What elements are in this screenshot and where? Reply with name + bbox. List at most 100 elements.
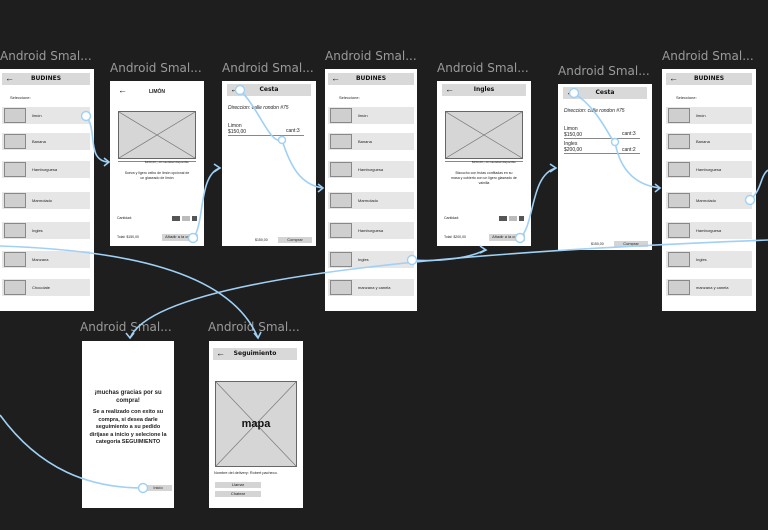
frame-budines: ← BUDINES Seleccione: limón Banana Hambu… — [0, 69, 94, 311]
thanks-message: Se a realizado con exito su compra, si d… — [89, 409, 167, 445]
page-title: Ingles — [473, 86, 495, 93]
back-arrow-icon[interactable]: ← — [5, 73, 14, 83]
list-item-manzana[interactable]: Manzana — [2, 251, 90, 268]
product-image-placeholder — [445, 111, 523, 159]
product-description: Bizcocho con frutas confitadas en su mas… — [451, 171, 517, 185]
add-to-cart-button[interactable]: Añadir a la cesta — [489, 234, 525, 241]
quantity-minus-button[interactable] — [499, 216, 507, 221]
frame-ingles: ← Ingles $150,00 | 10 Cantidad disponibl… — [437, 81, 531, 246]
chat-button[interactable]: Chatear — [215, 491, 261, 497]
back-arrow-icon[interactable]: ← — [216, 348, 225, 358]
back-arrow-icon[interactable]: ← — [669, 73, 678, 83]
product-image-placeholder — [330, 162, 352, 177]
header-bar: ← BUDINES — [666, 73, 752, 85]
page-title: Seguimiento — [233, 350, 277, 357]
list-item-label: Marmolado — [32, 198, 53, 203]
product-image-placeholder — [4, 223, 26, 238]
list-item-label: Banana — [32, 139, 46, 144]
header-bar: ← Seguimiento — [213, 348, 297, 360]
map-label: mapa — [241, 418, 271, 430]
frame-title-ingles: Android Smal... — [437, 61, 529, 75]
list-item-label: manzana y canela — [358, 285, 391, 290]
product-image-placeholder — [668, 162, 690, 177]
list-item-manzana-canela[interactable]: manzana y canela — [328, 279, 414, 296]
product-image-placeholder — [4, 280, 26, 295]
list-item-banana[interactable]: Banana — [328, 133, 414, 150]
select-label: Seleccione: — [676, 95, 697, 100]
list-item-hamburguesa-2[interactable]: Hamburguesa — [328, 222, 414, 239]
cart-item-price: $200,00 — [564, 147, 583, 153]
list-item-banana[interactable]: Banana — [666, 133, 752, 150]
list-item-hamburguesa[interactable]: Hamburguesa — [2, 161, 90, 178]
list-item-banana[interactable]: Banana — [2, 133, 90, 150]
list-item-label: Ingles — [358, 257, 369, 262]
frame-seguimiento: ← Seguimiento mapa Nombre del delivery: … — [209, 341, 303, 508]
frame-title-budines2: Android Smal... — [325, 49, 417, 63]
buy-button[interactable]: Comprar — [614, 241, 648, 247]
list-item-label: Banana — [696, 139, 710, 144]
list-item-hamburguesa[interactable]: Hamburguesa — [666, 161, 752, 178]
list-item-marmolado[interactable]: Marmolado — [328, 192, 414, 209]
cart-item-price: $150,00 — [564, 132, 583, 138]
quantity-plus-button[interactable] — [519, 216, 524, 221]
divider — [228, 135, 304, 136]
list-item-limon[interactable]: limón — [666, 107, 752, 124]
product-image-placeholder — [4, 108, 26, 123]
list-item-chocolate[interactable]: Chocolate — [2, 279, 90, 296]
product-image-placeholder — [668, 280, 690, 295]
product-image-placeholder — [330, 252, 352, 267]
arrowhead — [549, 163, 558, 173]
back-arrow-icon[interactable]: ← — [331, 73, 340, 83]
list-item-label: limón — [358, 113, 368, 118]
product-image-placeholder — [330, 280, 352, 295]
list-item-hamburguesa-2[interactable]: Hamburguesa — [666, 222, 752, 239]
list-item-ingles[interactable]: Ingles — [666, 251, 752, 268]
list-item-limon[interactable]: limón — [328, 107, 414, 124]
list-item-ingles[interactable]: Ingles — [2, 222, 90, 239]
product-image-placeholder — [118, 111, 196, 159]
product-image-placeholder — [668, 193, 690, 208]
frame-limon: ← LIMÓN $150,00 | 10 Cantidad disponible… — [110, 81, 204, 246]
list-item-label: limón — [32, 113, 42, 118]
back-arrow-icon[interactable]: ← — [445, 84, 454, 94]
header-bar: ← Ingles — [442, 84, 526, 96]
back-arrow-icon[interactable]: ← — [118, 85, 127, 95]
buy-button[interactable]: Comprar — [278, 237, 312, 243]
cart-item-price: $150,00 — [228, 129, 247, 135]
product-image-placeholder — [330, 223, 352, 238]
thanks-heading: ¡muchas gracias por su compra! — [94, 390, 162, 404]
total-price: Total: $150,00 — [117, 235, 139, 239]
delivery-name: Nombre del delivery: Robert pacheco. — [214, 471, 278, 475]
list-item-ingles[interactable]: Ingles — [328, 251, 414, 268]
call-button[interactable]: Llamar — [215, 482, 261, 488]
list-item-marmolado[interactable]: Marmolado — [2, 192, 90, 209]
list-item-label: Ingles — [696, 257, 707, 262]
home-button[interactable]: Inicio — [144, 485, 172, 491]
list-item-label: Ingles — [32, 228, 43, 233]
quantity-label: Cantidad: — [117, 216, 132, 220]
page-title: BUDINES — [30, 75, 62, 82]
product-description: Sueva y ligero ceibo de limón opcional d… — [124, 171, 190, 180]
list-item-manzana-canela[interactable]: manzana y canela — [666, 279, 752, 296]
page-title: Cesta — [259, 86, 279, 93]
divider — [564, 138, 640, 139]
delivery-address: Direccion: calle rondon #75 — [564, 108, 625, 114]
list-item-label: Marmolado — [696, 198, 717, 203]
quantity-plus-button[interactable] — [192, 216, 197, 221]
header-bar: ← BUDINES — [2, 73, 90, 85]
add-to-cart-button[interactable]: Añadir a la cesta — [162, 234, 198, 241]
list-item-marmolado[interactable]: Marmolado — [666, 192, 752, 209]
product-image-placeholder — [668, 134, 690, 149]
cart-item-name: Limon — [564, 126, 578, 132]
list-item-hamburguesa[interactable]: Hamburguesa — [328, 161, 414, 178]
quantity-label: Cantidad: — [444, 216, 459, 220]
list-item-limon[interactable]: limón — [2, 107, 90, 124]
frame-title-cesta2: Android Smal... — [558, 64, 650, 78]
total-price: Total: $200,00 — [444, 235, 466, 239]
quantity-minus-button[interactable] — [172, 216, 180, 221]
frame-budines2: ← BUDINES Seleccione: limón Banana Hambu… — [325, 69, 417, 311]
list-item-label: Hamburguesa — [358, 167, 384, 172]
frame-cesta1: ← Cesta Direccion: calle rondon #75 Limo… — [222, 81, 316, 246]
page-title: Cesta — [595, 89, 615, 96]
back-arrow-icon[interactable]: ← — [230, 84, 239, 94]
